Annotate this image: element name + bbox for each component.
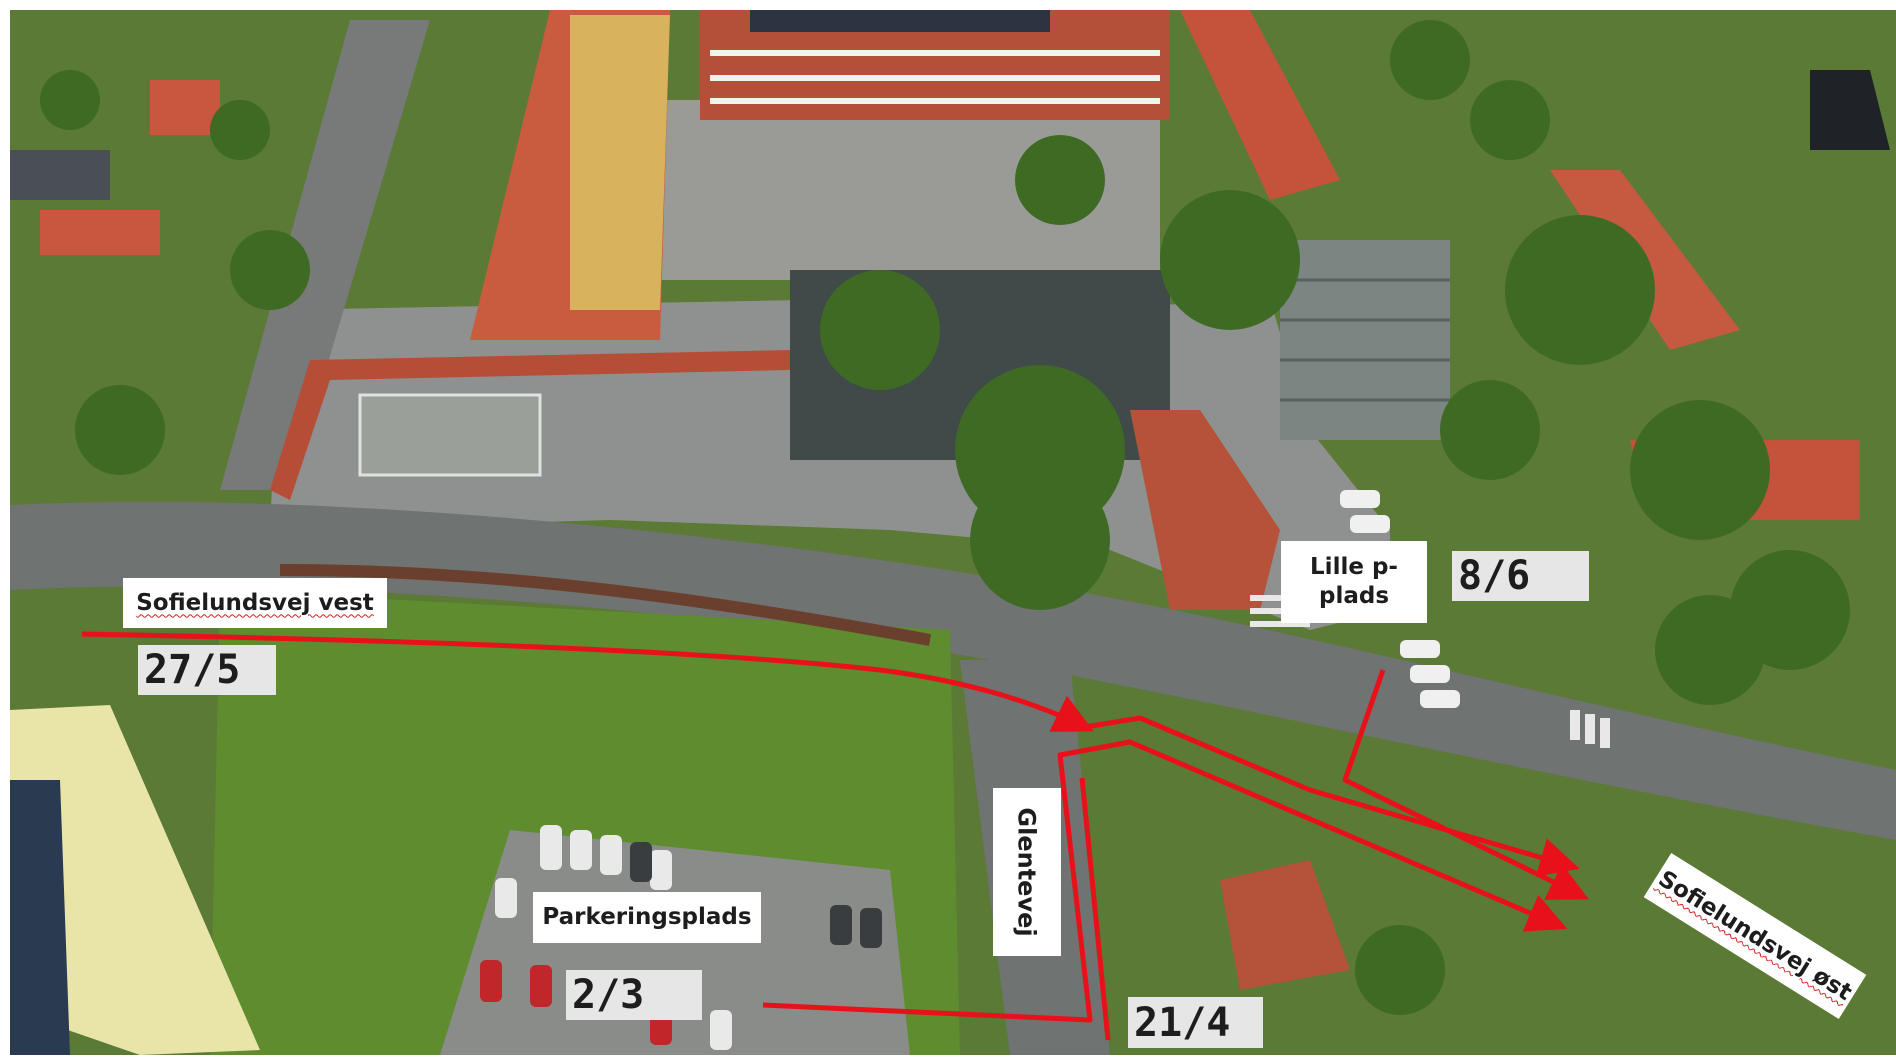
road-label-west: Sofielundsvej vest [123,578,387,628]
count-parking: 2/3 [566,970,702,1020]
parking-lot-label: Parkeringsplads [533,892,761,943]
count-glentevej: 21/4 [1128,997,1263,1048]
count-small-lot: 8/6 [1452,551,1589,601]
route-from-parking [762,739,1568,1023]
route-west-to-east [1084,715,1580,877]
count-west: 27/5 [138,645,276,695]
route-from-west [81,631,1094,732]
route-from-glentevej [1079,777,1111,1041]
aerial-photo [10,10,1896,1055]
small-lot-label: Lille p- plads [1281,541,1427,623]
route-from-small-lot [1342,669,1589,900]
side-road-label: Glentevej [993,788,1061,956]
